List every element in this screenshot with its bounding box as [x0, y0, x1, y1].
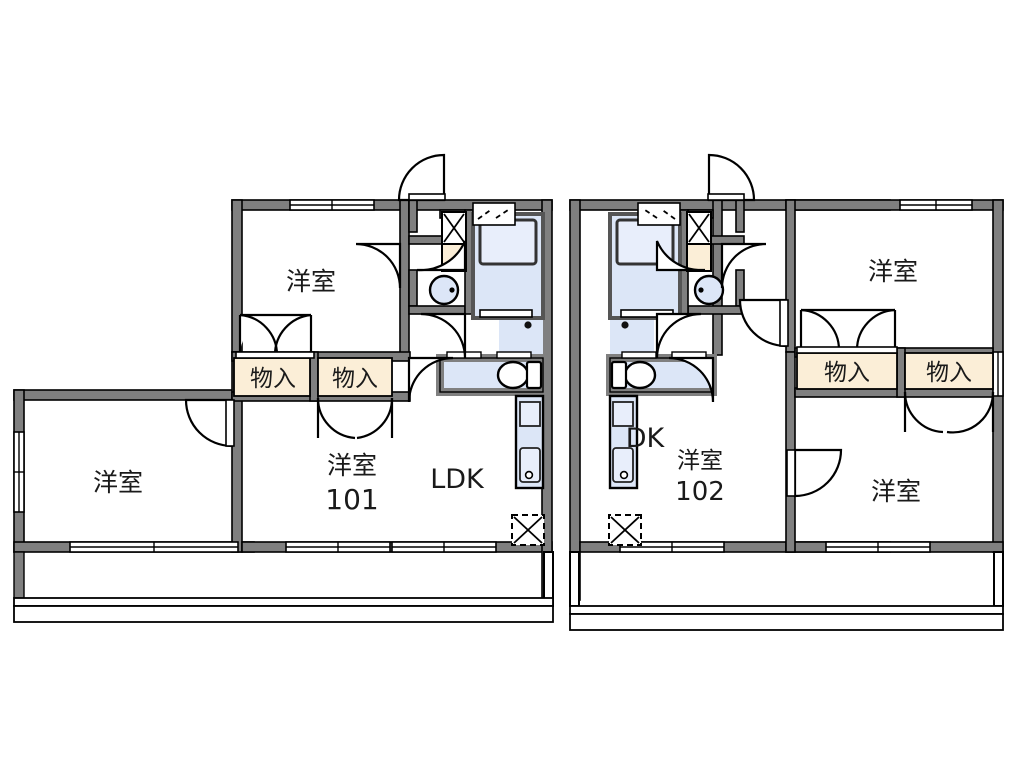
- room-label-dk: DK: [626, 423, 666, 454]
- closet-label-l1: 物入: [250, 366, 296, 392]
- corridor-fixture: [524, 321, 532, 329]
- closet-doors-right-upper: [796, 308, 898, 354]
- door-entry-101: [416, 240, 467, 272]
- room-number-unit101: 101: [325, 483, 378, 516]
- corridor-fixture: [621, 321, 629, 329]
- room-label-unit101: 洋室: [327, 451, 377, 480]
- shoe-box-icon: [686, 211, 712, 245]
- toilet-room: [436, 351, 547, 396]
- entry-door-101: [397, 153, 446, 202]
- bath-vent: [637, 202, 681, 226]
- washer-space-icon: [511, 514, 545, 546]
- closet-doors-left-lower: [316, 397, 394, 440]
- room-label-ldk: LDK: [430, 464, 485, 495]
- bathtub-icon: [471, 212, 545, 320]
- closet-label-l2: 物入: [332, 366, 378, 392]
- room-number-unit102: 102: [675, 477, 725, 507]
- washbasin-icon: [428, 274, 460, 306]
- kitchen-sink-icon: [514, 394, 545, 490]
- door-102-room: [668, 356, 715, 403]
- unit-101-fixtures: [408, 199, 547, 546]
- balcony-right: [569, 551, 1004, 631]
- closet-boxes: [233, 352, 994, 397]
- room-label-left-outer: 洋室: [93, 468, 143, 497]
- door-swings: [184, 153, 995, 498]
- entry-door-102: [707, 153, 756, 202]
- shoe-box-icon: [441, 211, 467, 245]
- room-labels: 洋室 洋室 洋室 101 LDK DK 洋室 102 洋室 洋室: [93, 257, 921, 516]
- door-right-upper-room: [720, 242, 767, 289]
- room-label-right-upper: 洋室: [868, 257, 918, 286]
- door-101-room: [407, 356, 454, 403]
- windows: [13, 199, 1004, 553]
- balcony-left: [13, 551, 554, 623]
- door-bath-102: [655, 312, 702, 359]
- closet-doors-left-upper: [235, 313, 315, 359]
- closet-label-r2: 物入: [926, 360, 972, 386]
- room-label-right-outer: 洋室: [871, 477, 921, 506]
- door-entry-102: [655, 240, 706, 272]
- balconies: [13, 551, 1004, 631]
- washer-space-icon: [608, 514, 642, 546]
- room-label-unit102: 洋室: [677, 448, 723, 474]
- kitchen-sink-icon: [608, 394, 639, 490]
- closet-doors-right-lower: [903, 391, 995, 434]
- bath-vent: [472, 202, 516, 226]
- door-bath-101: [420, 312, 467, 359]
- closet-label-r1: 物入: [824, 360, 870, 386]
- room-label-left-upper: 洋室: [286, 267, 336, 296]
- washbasin-icon: [693, 274, 725, 306]
- door-left-upper-room: [355, 242, 402, 289]
- unit-102-fixtures: [606, 199, 745, 546]
- door-right-outer-room: [793, 448, 843, 498]
- closet-labels: 物入 物入 物入 物入: [250, 360, 972, 392]
- entry-storage: [686, 243, 712, 272]
